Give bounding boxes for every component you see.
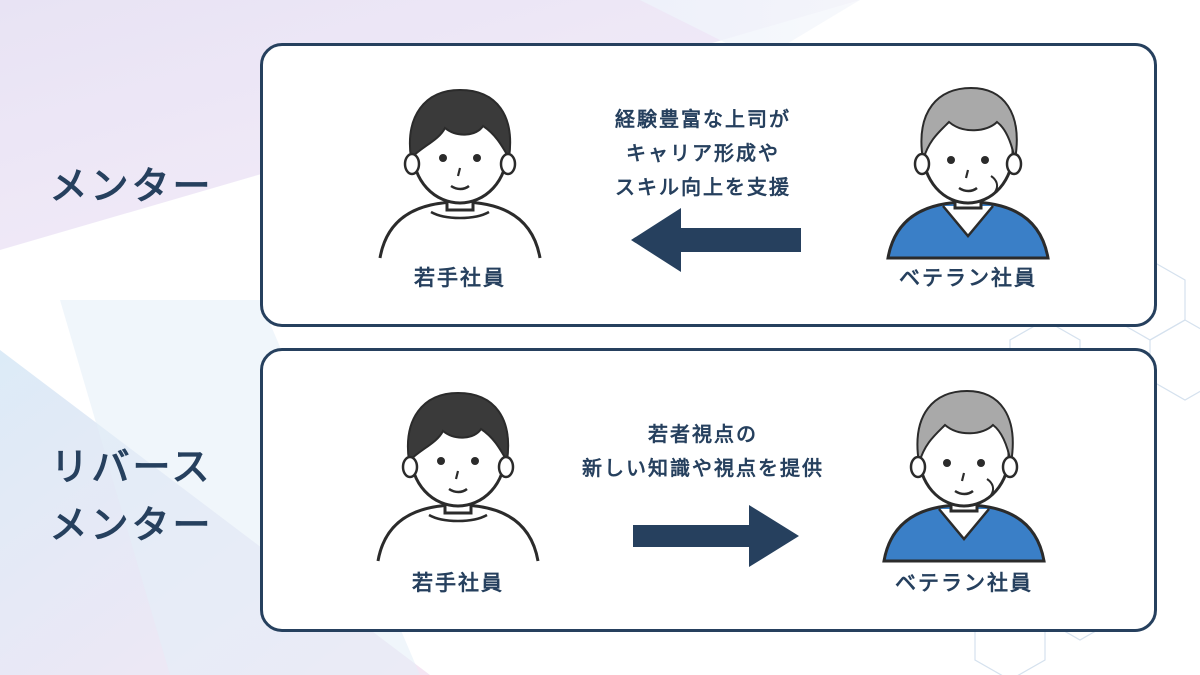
reverse-mentor-label: リバース メンター (14, 438, 249, 554)
young-employee-illustration (363, 379, 553, 569)
veteran-employee-illustration (873, 76, 1063, 266)
reverse-mentor-label-line-2: メンター (49, 503, 214, 547)
mentor-panel: 若手社員 経験豊富な上司が キャリア形成や スキル向上を支援 ベテラン社員 (260, 43, 1157, 327)
young-employee-caption: 若手社員 (412, 571, 504, 595)
young-employee-illustration (365, 76, 555, 266)
right-arrow-icon (633, 505, 799, 567)
young-employee-caption: 若手社員 (414, 266, 506, 290)
reverse-mentor-panel: 若手社員 若者視点の 新しい知識や視点を提供 ベテラン社員 (260, 348, 1157, 632)
veteran-employee-caption: ベテラン社員 (899, 266, 1037, 290)
mentor-description-line: キャリア形成や (626, 141, 780, 165)
veteran-employee-caption: ベテラン社員 (895, 571, 1033, 595)
left-arrow-icon (631, 208, 801, 272)
reverse-mentor-description-line: 新しい知識や視点を提供 (582, 456, 824, 480)
mentor-label: メンター (49, 164, 214, 208)
mentor-description-line: 経験豊富な上司が (615, 107, 791, 131)
veteran-employee-illustration (869, 379, 1059, 569)
mentor-description: 経験豊富な上司が キャリア形成や スキル向上を支援 (553, 102, 853, 204)
reverse-mentor-label-line-1: リバース (50, 445, 213, 489)
reverse-mentor-description-line: 若者視点の (648, 422, 758, 446)
reverse-mentor-description: 若者視点の 新しい知識や視点を提供 (553, 417, 853, 485)
mentor-description-line: スキル向上を支援 (615, 175, 791, 199)
